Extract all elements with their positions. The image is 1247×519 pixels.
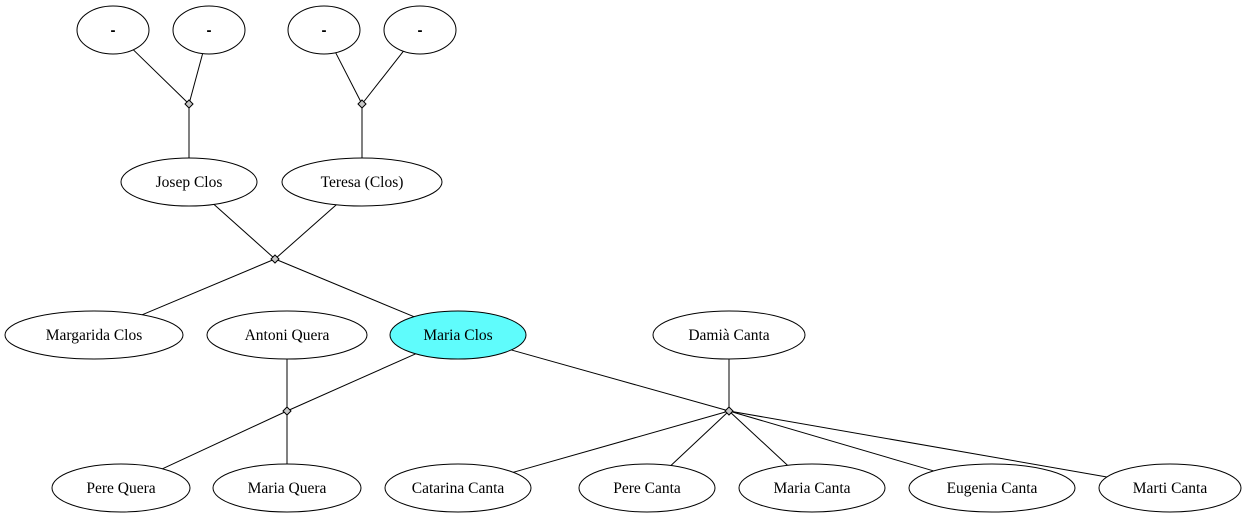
person-label: Eugenia Canta xyxy=(947,480,1038,497)
union-diamond-u_canta xyxy=(724,406,734,416)
union-diamond-u_clos xyxy=(270,254,280,264)
edge-u_canta-catarina xyxy=(513,410,730,473)
person-label: - xyxy=(418,22,423,39)
edge-u_canta-marti xyxy=(728,410,1108,478)
person-node-antoni[interactable]: Antoni Quera xyxy=(206,310,368,360)
edge-u_clos-margarida xyxy=(141,258,276,316)
person-label: Pere Quera xyxy=(86,480,155,497)
edge-u_teresa_parents-gp4 xyxy=(361,50,404,105)
edge-u_clos-maria_clos xyxy=(274,258,415,318)
person-ellipse xyxy=(120,157,258,207)
person-label: Teresa (Clos) xyxy=(321,174,404,191)
person-ellipse xyxy=(1098,463,1242,513)
person-ellipse xyxy=(287,5,361,55)
person-ellipse xyxy=(384,463,532,513)
person-node-gp3[interactable]: - xyxy=(287,5,361,55)
edge-u_quera-maria_clos xyxy=(286,353,416,412)
person-node-pere_q[interactable]: Pere Quera xyxy=(51,463,191,513)
person-label: - xyxy=(322,22,327,39)
union-diamond-u_quera xyxy=(282,406,292,416)
person-label: Damià Canta xyxy=(688,327,769,344)
person-node-maria_q[interactable]: Maria Quera xyxy=(212,463,362,513)
person-node-gp2[interactable]: - xyxy=(172,5,246,55)
edge-u_clos-josep xyxy=(213,203,276,260)
person-node-gp1[interactable]: - xyxy=(76,5,150,55)
person-label: Maria Canta xyxy=(773,480,850,497)
person-label: Josep Clos xyxy=(156,174,223,191)
person-label: Maria Clos xyxy=(423,327,492,344)
person-ellipse xyxy=(206,310,368,360)
person-ellipse xyxy=(212,463,362,513)
person-label: - xyxy=(111,22,116,39)
person-node-damia[interactable]: Damià Canta xyxy=(652,310,806,360)
person-node-marti[interactable]: Marti Canta xyxy=(1098,463,1242,513)
person-ellipse xyxy=(908,463,1076,513)
nodes-layer: - - - - Josep Clos Teresa (Clos) Margarida Clo… xyxy=(4,5,1242,513)
edge-u_canta-pere_c xyxy=(670,410,730,466)
person-ellipse xyxy=(383,5,457,55)
edge-u_canta-eugenia xyxy=(728,410,934,472)
person-node-maria_clos[interactable]: Maria Clos xyxy=(389,310,527,360)
person-ellipse xyxy=(578,463,716,513)
person-label: Margarida Clos xyxy=(46,327,143,344)
edge-u_quera-pere_q xyxy=(162,410,288,470)
person-node-teresa[interactable]: Teresa (Clos) xyxy=(281,157,443,207)
unions-layer xyxy=(184,99,734,416)
person-ellipse xyxy=(172,5,246,55)
person-node-catarina[interactable]: Catarina Canta xyxy=(384,463,532,513)
person-ellipse xyxy=(76,5,150,55)
person-node-gp4[interactable]: - xyxy=(383,5,457,55)
edge-u_josep_parents-gp1 xyxy=(132,49,190,105)
edge-u_canta-maria_clos xyxy=(511,349,730,412)
person-label: Catarina Canta xyxy=(412,480,505,497)
person-ellipse xyxy=(652,310,806,360)
person-ellipse xyxy=(281,157,443,207)
person-node-pere_c[interactable]: Pere Canta xyxy=(578,463,716,513)
edge-u_josep_parents-gp2 xyxy=(188,53,204,105)
person-label: Antoni Quera xyxy=(245,327,330,344)
person-node-maria_c[interactable]: Maria Canta xyxy=(738,463,886,513)
union-diamond-u_teresa_parents xyxy=(357,99,367,109)
person-ellipse xyxy=(389,310,527,360)
person-label: Marti Canta xyxy=(1133,480,1208,497)
edge-u_canta-maria_c xyxy=(728,410,788,466)
person-node-eugenia[interactable]: Eugenia Canta xyxy=(908,463,1076,513)
person-ellipse xyxy=(4,310,184,360)
person-label: Maria Quera xyxy=(248,480,327,497)
person-node-josep[interactable]: Josep Clos xyxy=(120,157,258,207)
person-ellipse xyxy=(738,463,886,513)
edge-u_teresa_parents-gp3 xyxy=(335,52,363,105)
union-diamond-u_josep_parents xyxy=(184,99,194,109)
person-node-margarida[interactable]: Margarida Clos xyxy=(4,310,184,360)
person-label: Pere Canta xyxy=(613,480,681,497)
edges-layer xyxy=(132,49,1108,478)
edge-u_clos-teresa xyxy=(274,204,337,260)
person-label: - xyxy=(207,22,212,39)
person-ellipse xyxy=(51,463,191,513)
